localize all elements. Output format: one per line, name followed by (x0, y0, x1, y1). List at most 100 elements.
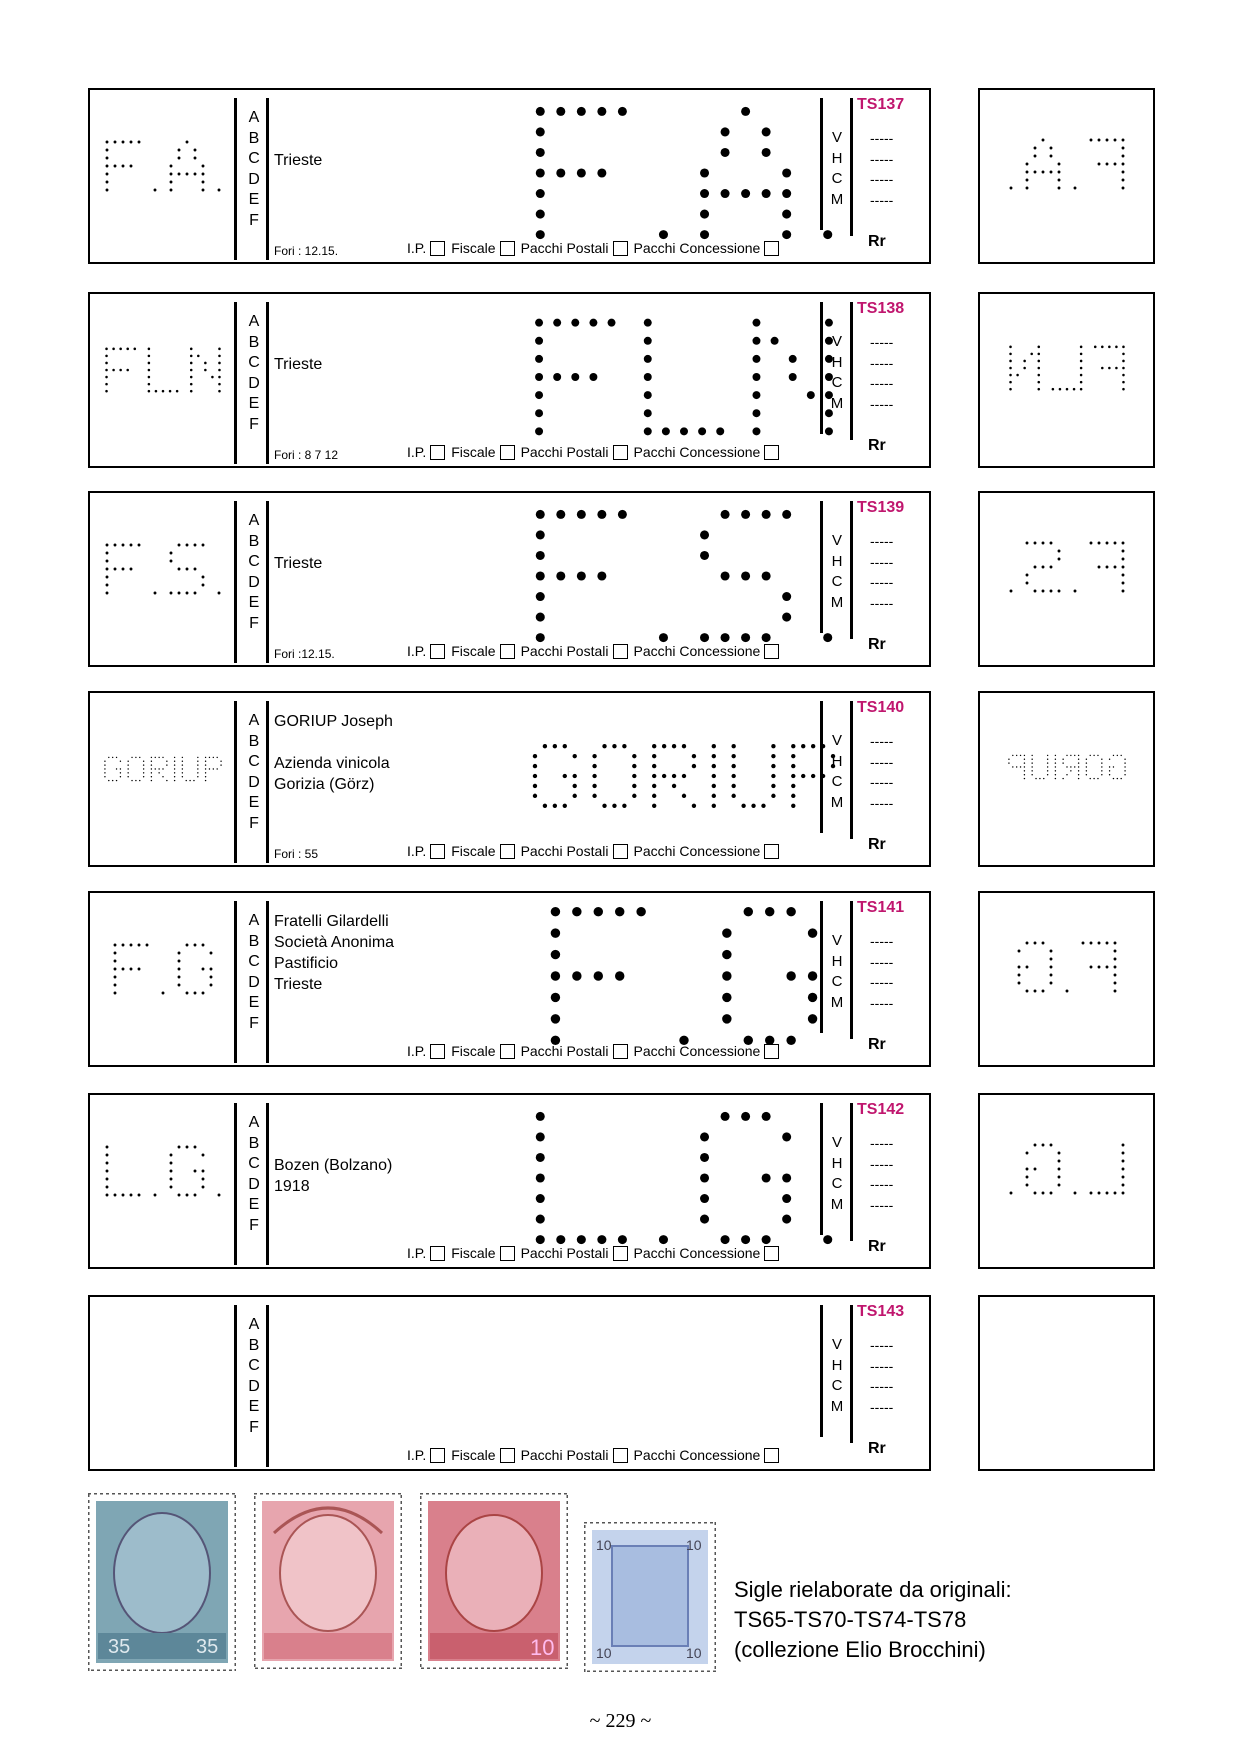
rarity-values: -------------------- (870, 531, 893, 613)
perforation-hole (681, 793, 687, 799)
perforation-hole (1113, 541, 1116, 545)
checkbox[interactable] (764, 240, 780, 256)
perforation-hole (127, 776, 129, 778)
perforation-hole (722, 1014, 732, 1024)
perforation-hole (535, 592, 545, 602)
perforation-hole (801, 773, 806, 779)
perforation-hole (823, 633, 833, 643)
perforation-hole (217, 1193, 221, 1197)
checkbox[interactable] (764, 1245, 780, 1261)
perforation-hole (671, 773, 677, 779)
perforation-hole (121, 567, 125, 571)
checkbox[interactable] (499, 1245, 515, 1261)
perforation-hole (1113, 941, 1116, 945)
perforation-hole (1007, 758, 1010, 760)
perforation-hole (1041, 1143, 1044, 1147)
checkbox[interactable] (430, 843, 446, 859)
perforation-hole (1073, 766, 1075, 768)
perforation-hole (115, 779, 118, 782)
checkbox[interactable] (612, 1043, 628, 1059)
perforation-hole (1079, 387, 1082, 391)
description: Bozen (Bolzano) 1918 (274, 1113, 392, 1197)
vhcm-letter: M (830, 1397, 844, 1415)
checkbox[interactable] (612, 1447, 628, 1463)
perforation-hole (553, 318, 562, 327)
checkbox-label: Pacchi Postali (520, 843, 609, 859)
perforation-hole (782, 1214, 792, 1224)
checkbox[interactable] (499, 444, 515, 460)
perforation-hole (680, 427, 688, 436)
perforation-hole (1072, 387, 1075, 391)
divider (820, 1305, 823, 1437)
perforation-hole (177, 567, 181, 571)
checkbox[interactable] (612, 240, 628, 256)
perforation-hole (1123, 774, 1126, 776)
perforation-hole (177, 148, 181, 152)
checkbox[interactable] (499, 1043, 515, 1059)
perforation-hole (711, 763, 716, 769)
checkbox[interactable] (499, 643, 515, 659)
vhcm-letter: M (830, 993, 844, 1011)
perforation-hole (1085, 770, 1087, 772)
perforation-hole (1025, 1151, 1028, 1155)
checkbox[interactable] (430, 643, 446, 659)
perforation-hole (535, 509, 545, 519)
checkbox[interactable] (764, 843, 780, 859)
row-letter: C (248, 953, 260, 971)
checkbox-label: Fiscale (451, 1245, 496, 1261)
row-letter: E (248, 191, 260, 209)
checkbox[interactable] (764, 643, 780, 659)
vhcm-letter: C (831, 1377, 843, 1394)
perforation-hole (572, 971, 582, 981)
checkbox[interactable] (612, 843, 628, 859)
checkbox[interactable] (430, 444, 446, 460)
perforation-hole (185, 543, 189, 547)
dash-placeholder: ----- (870, 171, 894, 187)
checkbox[interactable] (430, 1245, 446, 1261)
perfin-enlarged (535, 318, 833, 436)
dash-placeholder: ----- (870, 1337, 894, 1353)
checkbox[interactable] (764, 444, 780, 460)
checkbox[interactable] (499, 240, 515, 256)
perforation-hole (1085, 762, 1087, 764)
perforation-hole (720, 633, 730, 643)
perforation-hole (104, 776, 106, 778)
perforation-hole (173, 772, 176, 774)
small-perfin (113, 943, 213, 995)
perforation-hole (1112, 766, 1114, 768)
checkbox[interactable] (430, 1447, 446, 1463)
perforation-hole (1041, 989, 1044, 993)
checkbox[interactable] (430, 240, 446, 256)
checkbox[interactable] (499, 1447, 515, 1463)
checkbox[interactable] (430, 1043, 446, 1059)
perforation-hole (1123, 758, 1126, 760)
checkbox[interactable] (612, 444, 628, 460)
perforation-hole (173, 768, 176, 770)
checkbox[interactable] (764, 1447, 780, 1463)
perforation-hole (119, 768, 122, 770)
perfin-enlarged (535, 509, 833, 643)
perforation-hole (741, 189, 751, 199)
checkbox[interactable] (612, 643, 628, 659)
perforation-hole (700, 189, 710, 199)
perforation-hole (1097, 565, 1100, 569)
rarity-values: -------------------- (870, 332, 893, 414)
checkbox[interactable] (499, 843, 515, 859)
perforation-hole (1008, 380, 1012, 384)
perforation-hole (752, 336, 761, 345)
catalog-code: TS143 (857, 1303, 905, 1320)
perforation-hole (597, 168, 607, 178)
perforation-hole (105, 382, 108, 386)
perforation-hole (752, 318, 761, 327)
perforation-hole (181, 772, 184, 774)
checkbox[interactable] (612, 1245, 628, 1261)
perforation-hole (145, 943, 149, 947)
perforation-hole (1033, 170, 1036, 174)
small-initials (90, 90, 236, 266)
perforation-hole (741, 571, 751, 581)
perforation-hole (173, 756, 176, 759)
stamp-image-1: 35 35 (88, 1493, 236, 1671)
checkbox-label: Pacchi Postali (520, 444, 609, 460)
